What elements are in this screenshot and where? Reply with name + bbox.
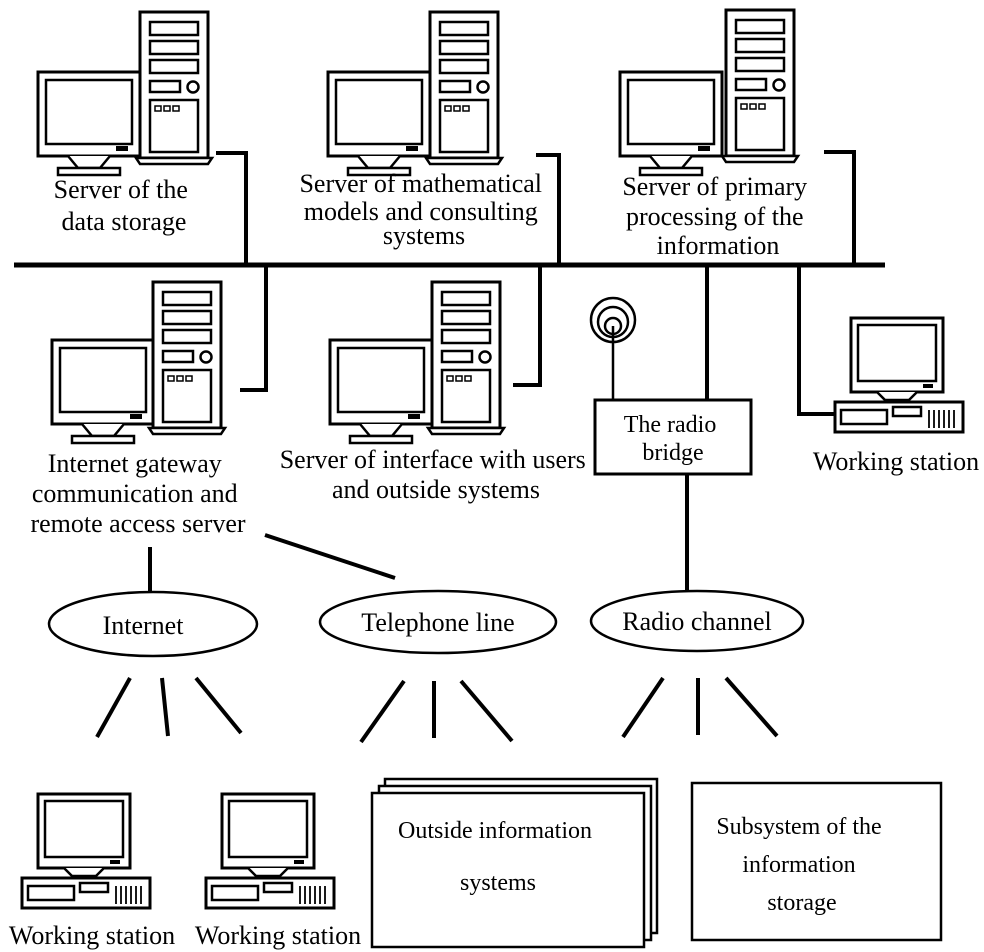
label-telephone-line: Telephone line xyxy=(361,608,514,637)
monitor-icon xyxy=(328,338,434,445)
server-data-storage xyxy=(36,10,214,177)
connector-primary-processing xyxy=(824,150,856,265)
workstation-icon xyxy=(20,792,152,910)
telephone-line-ellipse xyxy=(318,589,558,655)
label-internet-gateway: Internet gateway communication and remot… xyxy=(30,449,245,538)
label-outside-info: Outside information systems xyxy=(398,818,598,896)
internet-fanout xyxy=(95,676,243,738)
label-storage-subsystem: Subsystem of the information storage xyxy=(716,814,887,916)
server-tower-icon xyxy=(720,8,800,164)
radio-bridge-box xyxy=(593,398,753,476)
connector-working-station-right xyxy=(797,265,840,416)
connector-interface-server xyxy=(513,265,542,387)
server-math-models xyxy=(326,10,504,177)
internet-ellipse xyxy=(47,590,259,658)
working-station-2 xyxy=(204,792,336,910)
server-internet-gateway xyxy=(50,280,227,445)
label-data-storage: Server of the data storage xyxy=(54,175,195,236)
telephone-fanout xyxy=(359,679,514,744)
outside-information-systems-stack xyxy=(370,777,659,949)
server-tower-icon xyxy=(134,10,214,166)
server-tower-icon xyxy=(147,280,227,436)
label-radio-channel: Radio channel xyxy=(622,607,771,636)
server-interface xyxy=(328,280,506,445)
label-working-station-right: Working station xyxy=(813,447,979,476)
label-working-station-2: Working station xyxy=(195,921,361,950)
label-interface-server: Server of interface with users and outsi… xyxy=(280,445,593,504)
monitor-icon xyxy=(326,70,432,177)
link-gateway-telephone xyxy=(264,533,396,580)
monitor-icon xyxy=(618,70,724,177)
monitor-icon xyxy=(50,338,156,445)
server-tower-icon xyxy=(424,10,504,166)
radio-fanout xyxy=(621,676,779,739)
monitor-icon xyxy=(36,70,142,177)
label-working-station-1: Working station xyxy=(9,921,175,950)
connector-math-models xyxy=(536,153,561,265)
label-radio-bridge: The radio bridge xyxy=(624,412,723,466)
server-primary-processing xyxy=(618,8,800,177)
workstation-icon xyxy=(833,316,965,434)
storage-subsystem-box xyxy=(690,781,943,942)
connector-data-storage xyxy=(216,151,248,265)
working-station-right xyxy=(833,316,965,434)
label-math-models: Server of mathematical models and consul… xyxy=(299,169,548,250)
server-tower-icon xyxy=(426,280,506,436)
radio-channel-ellipse xyxy=(589,589,805,653)
antenna-icon xyxy=(589,296,637,400)
connector-internet-gateway xyxy=(240,265,268,392)
label-internet: Internet xyxy=(103,611,185,640)
working-station-1 xyxy=(20,792,152,910)
workstation-icon xyxy=(204,792,336,910)
label-primary-processing: Server of primary processing of the info… xyxy=(622,172,813,260)
